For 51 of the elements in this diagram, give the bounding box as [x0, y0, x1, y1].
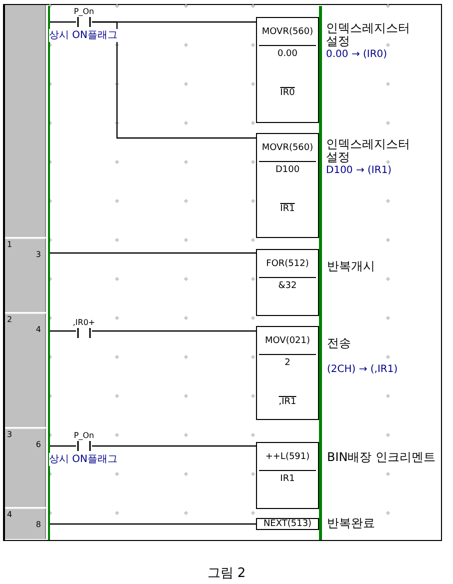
instruction-box [256, 249, 319, 316]
device-label: P_On [72, 7, 96, 16]
comment-text: 반복개시 [327, 260, 376, 273]
instruction-box [256, 17, 319, 123]
instruction-name: FOR(512) [265, 259, 310, 270]
wire [92, 330, 256, 332]
instruction-name: MOVR(560) [260, 143, 314, 154]
wire [50, 21, 76, 23]
comment-text: 전송 [327, 337, 352, 350]
operand: IR1 [279, 474, 296, 485]
rung-number: 2 [7, 315, 12, 324]
comment-text: 상시 ON플래그 [49, 29, 118, 42]
operand: IR1 [279, 204, 296, 215]
wire [50, 330, 76, 332]
figure-caption: 그림 2 [206, 565, 247, 582]
wire [50, 523, 256, 525]
wire [92, 445, 256, 447]
comment-text: 반복완료 [327, 517, 376, 530]
instruction-name: NEXT(513) [262, 519, 313, 529]
instruction-name: MOV(021) [264, 336, 312, 347]
rung-number: 3 [7, 430, 12, 439]
instruction-box [256, 442, 319, 509]
comment-text: BIN배장 인크리멘트 [327, 451, 437, 464]
wire [92, 21, 256, 139]
operand: D100 [274, 165, 301, 176]
comment-text: 인덱스레지스터 설정 [326, 138, 411, 164]
rung-number: 4 [7, 510, 12, 519]
operation-note: 0.00 → (IR0) [326, 48, 388, 61]
device-label: P_On [72, 431, 96, 440]
operand: 2 [284, 358, 292, 369]
comment-text: 인덱스레지스터 설정 [326, 22, 411, 48]
operation-note: (2CH) → (,IR1) [327, 363, 398, 376]
instruction-name: ++L(591) [264, 452, 311, 463]
step-number: 8 [36, 520, 41, 529]
wire [50, 252, 256, 254]
instruction-box [256, 326, 319, 420]
operand: &32 [277, 281, 298, 292]
operand: 0.00 [276, 49, 299, 60]
step-number: 3 [36, 250, 41, 259]
instruction-box [256, 133, 319, 238]
instruction-name: MOVR(560) [260, 27, 314, 38]
device-label: ,IR0+ [72, 318, 96, 327]
instruction-box [256, 518, 319, 530]
comment-text: 상시 ON플래그 [49, 453, 118, 466]
rung-number: 1 [7, 240, 12, 249]
step-number: 4 [36, 325, 41, 334]
wire [50, 445, 76, 447]
operation-note: D100 → (IR1) [326, 164, 392, 177]
step-number: 6 [36, 440, 41, 449]
operand: ,IR1 [278, 397, 298, 408]
operand: IR0 [279, 88, 296, 99]
